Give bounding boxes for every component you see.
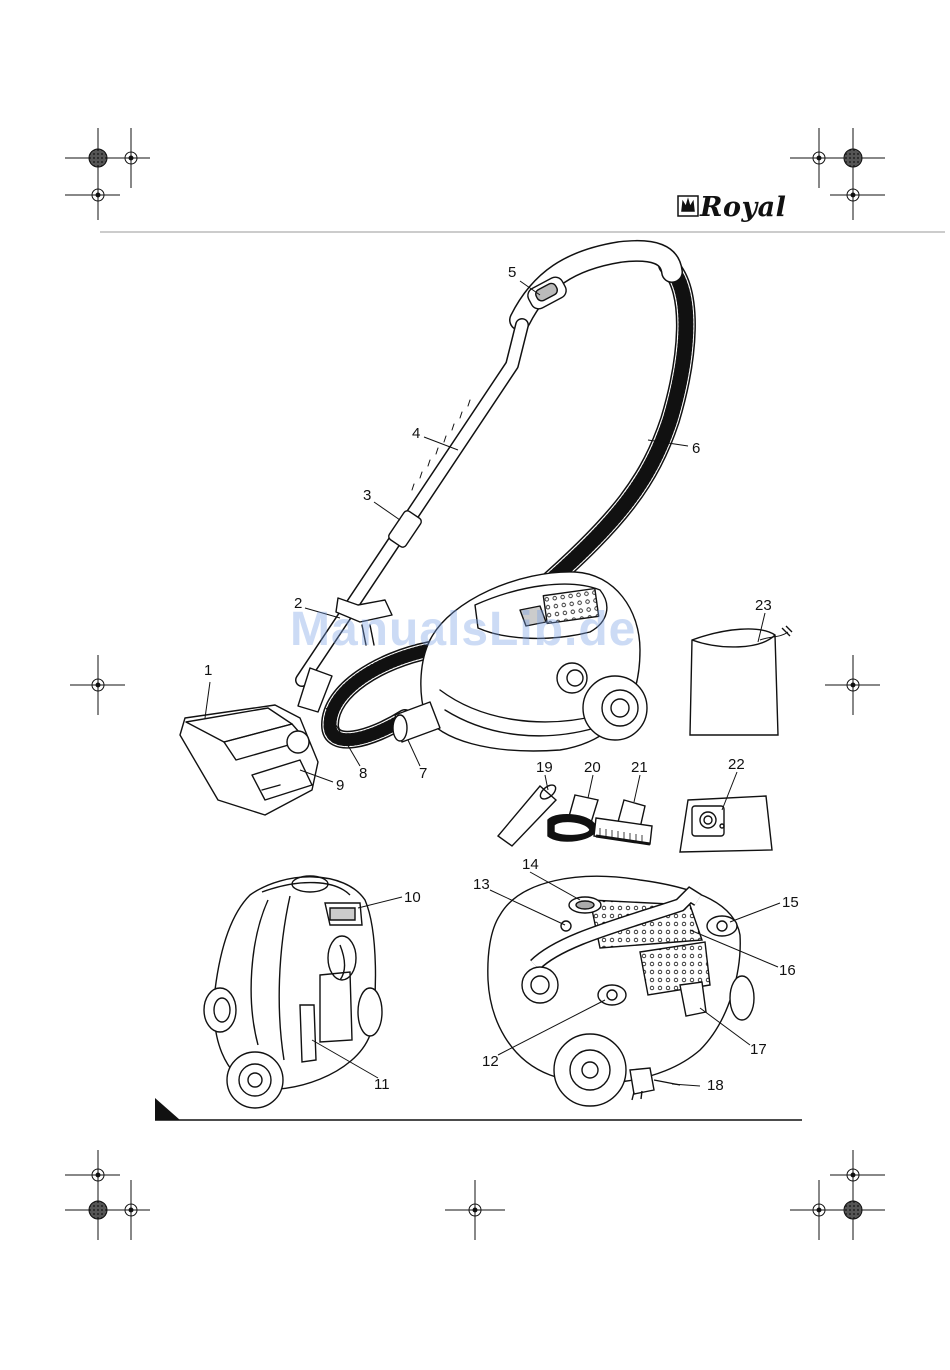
brand-logo-text: Royal <box>700 192 786 223</box>
callout-15: 15 <box>782 895 799 910</box>
callout-20: 20 <box>584 760 601 775</box>
callout-12: 12 <box>482 1054 499 1069</box>
watermark-text: ManualsLib.de <box>290 602 636 657</box>
callout-21: 21 <box>631 760 648 775</box>
dust-bag-drawing <box>690 626 792 735</box>
callout-19: 19 <box>536 760 553 775</box>
callout-8: 8 <box>359 766 367 781</box>
callout-13: 13 <box>473 877 490 892</box>
callout-17: 17 <box>750 1042 767 1057</box>
callout-5: 5 <box>508 265 516 280</box>
main-vacuum-drawing <box>180 251 686 815</box>
accessories-drawing <box>498 782 652 846</box>
callout-14: 14 <box>522 857 539 872</box>
callout-7: 7 <box>419 766 427 781</box>
callout-18: 18 <box>707 1078 724 1093</box>
crown-icon <box>678 196 698 216</box>
front-view-drawing <box>488 876 754 1106</box>
callout-10: 10 <box>404 890 421 905</box>
callout-4: 4 <box>412 426 420 441</box>
rear-view-drawing <box>204 876 382 1108</box>
callout-23: 23 <box>755 598 772 613</box>
callout-22: 22 <box>728 757 745 772</box>
paper-bag-drawing <box>680 796 772 852</box>
callout-1: 1 <box>204 663 212 678</box>
callout-9: 9 <box>336 778 344 793</box>
callout-16: 16 <box>779 963 796 978</box>
callout-6: 6 <box>692 441 700 456</box>
callout-11: 11 <box>374 1077 390 1092</box>
callout-3: 3 <box>363 488 371 503</box>
